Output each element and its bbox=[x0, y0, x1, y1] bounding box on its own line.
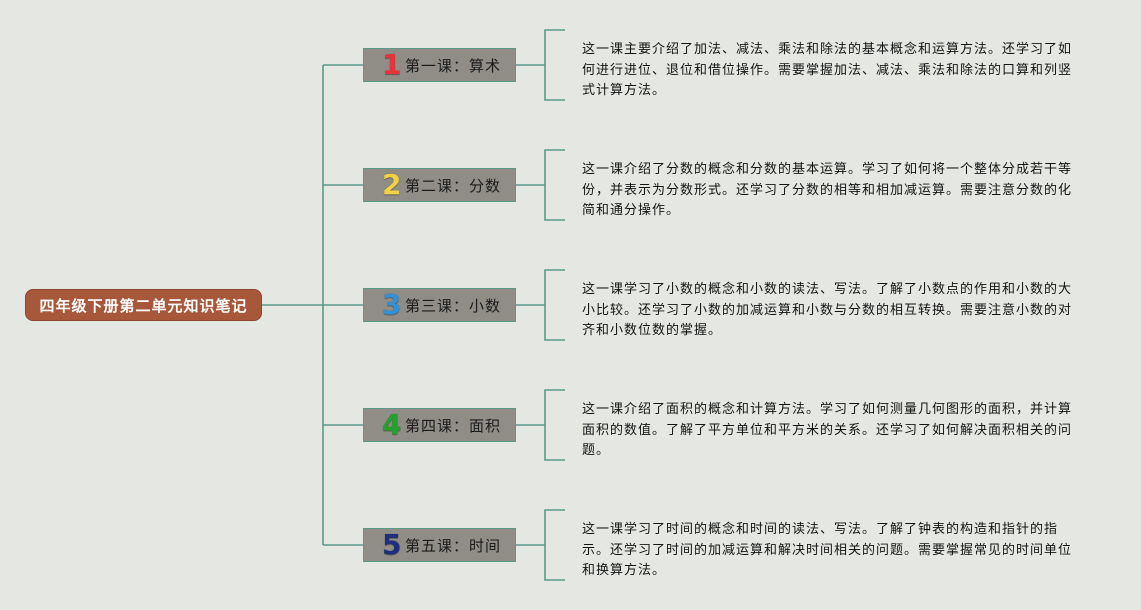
description-line: 这一课介绍了分数的概念和分数的基本运算。学习了如何将一个整体分成若干等 bbox=[582, 162, 1073, 177]
description-bracket-2 bbox=[544, 149, 565, 221]
lesson-title-5: 第五课：时间 bbox=[405, 536, 502, 555]
lesson-number-4: 4 bbox=[382, 408, 402, 441]
lesson-title-2: 第二课：分数 bbox=[405, 176, 502, 195]
description-line: 这一课学习了时间的概念和时间的读法、写法。了解了钟表的构造和指针的指 bbox=[582, 522, 1059, 537]
description-bracket-1 bbox=[544, 29, 565, 101]
description-line: 何进行进位、退位和借位操作。需要掌握加法、减法、乘法和除法的口算和列竖 bbox=[582, 62, 1073, 78]
description-line: 简和通分操作。 bbox=[582, 203, 681, 218]
branch-node-lesson-3[interactable]: 3 第三课：小数 bbox=[363, 288, 516, 322]
description-line: 小比较。还学习了小数的加减运算和小数与分数的相互转换。需要注意小数的对 bbox=[582, 302, 1073, 318]
lesson-description-2[interactable]: 这一课介绍了分数的概念和分数的基本运算。学习了如何将一个整体分成若干等 份，并表… bbox=[582, 160, 1122, 222]
lesson-title-3: 第三课：小数 bbox=[405, 296, 502, 315]
description-bracket-3 bbox=[544, 269, 565, 341]
description-line: 面积的数值。了解了平方单位和平方米的关系。还学习了如何解决面积相关的问 bbox=[582, 422, 1073, 438]
branch-node-lesson-5[interactable]: 5 第五课：时间 bbox=[363, 528, 516, 562]
lesson-description-5[interactable]: 这一课学习了时间的概念和时间的读法、写法。了解了钟表的构造和指针的指 示。还学习… bbox=[582, 520, 1122, 582]
branch-node-lesson-2[interactable]: 2 第二课：分数 bbox=[363, 168, 516, 202]
lesson-description-1[interactable]: 这一课主要介绍了加法、减法、乘法和除法的基本概念和运算方法。还学习了如 何进行进… bbox=[582, 40, 1122, 102]
lesson-description-3[interactable]: 这一课学习了小数的概念和小数的读法、写法。了解了小数点的作用和小数的大 小比较。… bbox=[582, 280, 1122, 342]
description-line: 这一课介绍了面积的概念和计算方法。学习了如何测量几何图形的面积，并计算 bbox=[582, 402, 1073, 417]
description-line: 示。还学习了时间的加减运算和解决时间相关的问题。需要掌握常见的时间单位 bbox=[582, 542, 1073, 558]
lesson-title-1: 第一课：算术 bbox=[405, 56, 502, 75]
description-bracket-4 bbox=[544, 389, 565, 461]
root-topic-node[interactable]: 四年级下册第二单元知识笔记 bbox=[25, 289, 262, 321]
branch-node-lesson-4[interactable]: 4 第四课：面积 bbox=[363, 408, 516, 442]
description-line: 题。 bbox=[582, 443, 611, 458]
description-line: 份，并表示为分数形式。还学习了分数的相等和相加减运算。需要注意分数的化 bbox=[582, 182, 1073, 198]
description-bracket-5 bbox=[544, 509, 565, 581]
lesson-number-2: 2 bbox=[382, 168, 402, 201]
lesson-number-5: 5 bbox=[382, 528, 402, 561]
root-topic-label: 四年级下册第二单元知识笔记 bbox=[39, 296, 248, 315]
lesson-description-4[interactable]: 这一课介绍了面积的概念和计算方法。学习了如何测量几何图形的面积，并计算 面积的数… bbox=[582, 400, 1122, 462]
lesson-title-4: 第四课：面积 bbox=[405, 416, 502, 435]
description-line: 式计算方法。 bbox=[582, 83, 667, 98]
description-line: 齐和小数位数的掌握。 bbox=[582, 323, 723, 338]
lesson-number-1: 1 bbox=[382, 48, 402, 81]
lesson-number-3: 3 bbox=[382, 288, 402, 321]
description-line: 这一课学习了小数的概念和小数的读法、写法。了解了小数点的作用和小数的大 bbox=[582, 282, 1073, 297]
description-line: 这一课主要介绍了加法、减法、乘法和除法的基本概念和运算方法。还学习了如 bbox=[582, 42, 1073, 57]
branch-node-lesson-1[interactable]: 1 第一课：算术 bbox=[363, 48, 516, 82]
description-line: 和换算方法。 bbox=[582, 563, 667, 578]
